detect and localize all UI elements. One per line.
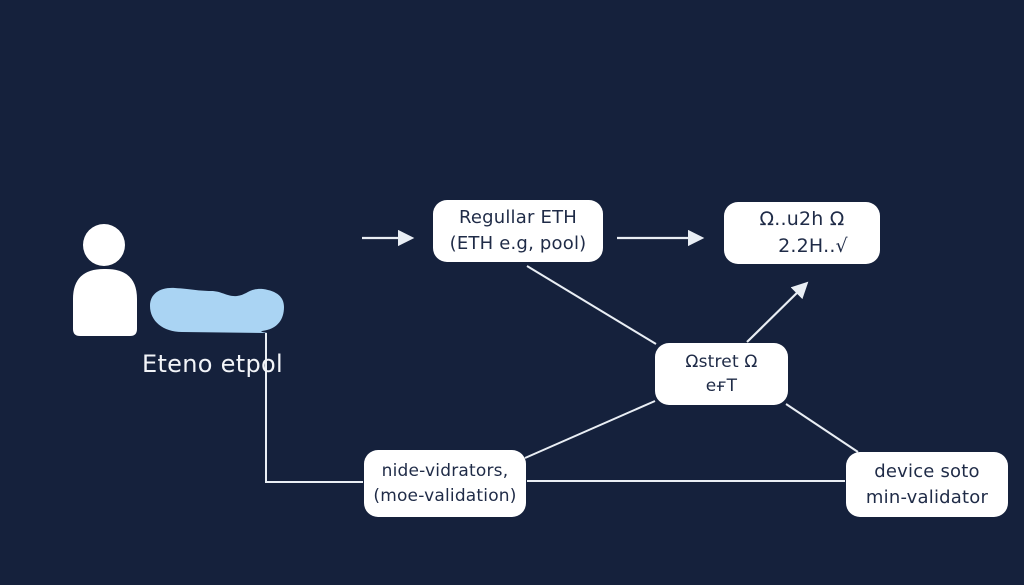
node-regular-eth-line1: Regullar ETH — [458, 207, 578, 229]
line-validators-to-stret — [524, 400, 656, 459]
node-eth-stake-line1: Ω..u2h Ω — [759, 208, 845, 231]
node-device-validator-line2: min-validator — [865, 486, 989, 508]
node-regular-eth: Regullar ETH (ETH e.g, pool) — [433, 200, 603, 262]
line-stret-to-device — [785, 403, 859, 453]
user-label: Eteno etpol — [142, 350, 283, 378]
node-validators-line2: (moe-validation) — [373, 485, 517, 506]
node-device-validator: device soto min-validator — [846, 452, 1008, 517]
node-validators-line1: nide-vidrators, — [381, 461, 509, 482]
node-stret-line1: Ωstret Ω — [685, 351, 758, 372]
node-stret: Ωstret Ω eғT — [655, 343, 788, 405]
user-icon — [73, 224, 137, 336]
node-eth-stake: Ω..u2h Ω 2.2H..√ — [724, 202, 880, 264]
node-validators: nide-vidrators, (moe-validation) — [364, 450, 526, 517]
node-eth-stake-line2: 2.2H..√ — [778, 235, 848, 257]
node-regular-eth-line2: (ETH e.g, pool) — [449, 233, 587, 254]
node-device-validator-line1: device soto — [874, 460, 980, 482]
line-regular-eth-to-stret — [526, 265, 657, 345]
arrow-stret-to-stake — [746, 281, 809, 343]
pool-icon — [150, 287, 284, 333]
line-pool-to-validators — [265, 333, 363, 483]
node-stret-line2: eғT — [705, 376, 738, 396]
